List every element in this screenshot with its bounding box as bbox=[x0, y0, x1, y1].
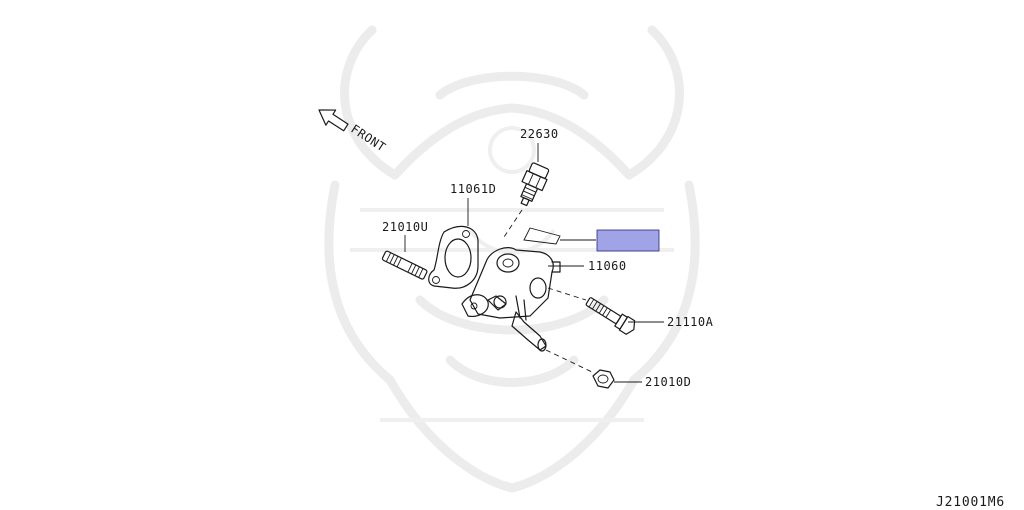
reference-code: J21001M6 bbox=[936, 495, 1005, 510]
front-arrow-icon bbox=[318, 109, 349, 132]
housing-11060: 11060 bbox=[461, 247, 627, 352]
label-11061D: 11061D bbox=[450, 182, 496, 196]
front-arrow: FRONT bbox=[318, 109, 388, 155]
label-11060: 11060 bbox=[588, 259, 627, 273]
label-22630: 22630 bbox=[520, 127, 559, 141]
watermark-emblem bbox=[324, 25, 700, 493]
gasket-11061D: 11061D bbox=[428, 182, 496, 289]
label-21010U: 21010U bbox=[382, 220, 428, 234]
nut-21010D: 21010D bbox=[545, 349, 691, 389]
sensor-22630: 22630 bbox=[501, 127, 559, 241]
highlight-box[interactable] bbox=[596, 229, 660, 252]
label-21010D: 21010D bbox=[645, 375, 691, 389]
bolt-21110A: 21110A bbox=[547, 287, 714, 335]
highlighted-part bbox=[523, 227, 660, 252]
stud-21010U: 21010U bbox=[381, 220, 428, 280]
label-21110A: 21110A bbox=[667, 315, 714, 329]
